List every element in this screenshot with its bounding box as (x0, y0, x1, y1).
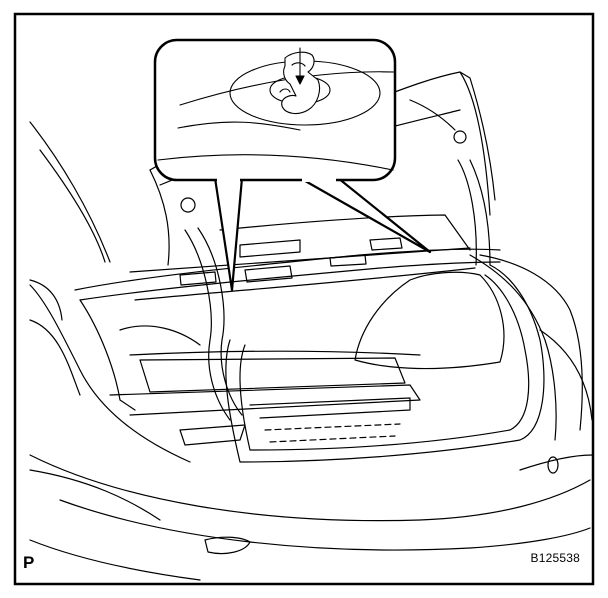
right-hinge-arm (457, 159, 477, 266)
callout-panel-lower (157, 154, 394, 171)
left-fender-curve (29, 284, 191, 463)
callout-pointer-right (298, 176, 432, 254)
figure-code: B125538 (530, 551, 580, 565)
callout-panel-edge-2 (177, 121, 301, 131)
left-hinge-arm (184, 229, 231, 421)
left-lower-body (29, 319, 81, 396)
right-side-trim (354, 271, 505, 370)
lower-reflector (204, 536, 251, 555)
clip-arrowhead (295, 75, 305, 85)
left-hinge-arm-2 (197, 227, 243, 416)
rear-quarter-left (29, 121, 111, 263)
parcel-shelf-front (129, 247, 471, 273)
shelf-slot-3 (369, 237, 403, 251)
shelf-slot-1 (239, 239, 301, 258)
bumper-edge (29, 539, 201, 581)
trunk-floor-back (109, 384, 421, 416)
parcel-shelf-top (219, 214, 471, 251)
callout-box (153, 38, 397, 182)
right-lower-body (519, 454, 593, 471)
trunk-lid-hinge-left (149, 169, 170, 266)
trunk-sill (249, 397, 411, 419)
detail-callout (153, 38, 432, 292)
trunk-opening-rim (74, 248, 501, 291)
parcel-shelf-bottom (134, 267, 476, 301)
right-reflector (547, 456, 559, 474)
left-trim-strip (179, 424, 246, 446)
sill-dashes-2 (269, 435, 396, 443)
right-hinge-arm-2 (469, 159, 491, 266)
body-side-left (39, 149, 106, 263)
bumper-lower (29, 454, 591, 522)
shelf-slot-5 (329, 254, 367, 267)
trunk-floor-front (129, 350, 421, 356)
left-tail-light (29, 279, 63, 321)
right-tail-section (479, 254, 583, 431)
shelf-slot-4 (179, 271, 217, 286)
bumper-lower-2 (59, 499, 591, 551)
lower-left-body-line (29, 469, 161, 521)
callout-pointer (213, 176, 244, 292)
clip-hole (279, 88, 291, 93)
lid-bolt-left (180, 197, 196, 213)
trunk-floor-mat (139, 357, 406, 393)
trunk-opening-rim-inner (79, 261, 501, 301)
left-trim-curve (119, 325, 201, 346)
corner-letter: P (23, 553, 35, 572)
left-trim-panel (79, 299, 136, 411)
trunk-lid-right-edge (459, 71, 491, 216)
right-outer-body (539, 329, 593, 421)
clip-detail (291, 62, 306, 67)
figure-border (13, 12, 595, 586)
lid-gas-strut (409, 99, 456, 131)
shelf-slot-2 (244, 265, 293, 283)
weatherstrip-inner (239, 274, 530, 451)
sill-dashes (264, 423, 401, 431)
right-tail-inner (469, 254, 557, 441)
lid-bolt-right (453, 130, 467, 144)
